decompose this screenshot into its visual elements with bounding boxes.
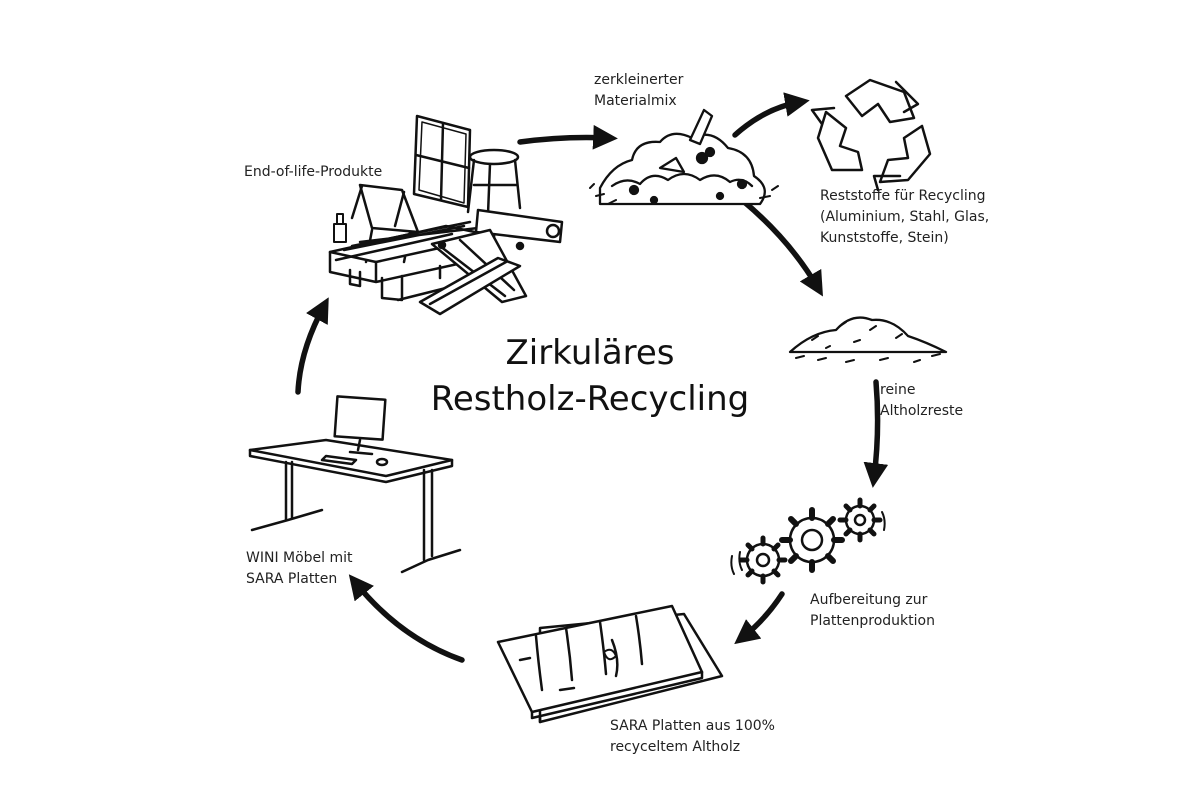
arrow-gears-to-boards xyxy=(734,591,785,645)
arrow-eol-to-mix xyxy=(517,124,618,150)
arrow-furniture-to-eol xyxy=(295,297,329,395)
label-boards: SARA Platten aus 100% recyceltem Altholz xyxy=(610,718,775,755)
label-material-mix: zerkleinerter Materialmix xyxy=(594,72,684,109)
arrow-mix-to-woodpile xyxy=(739,197,823,297)
label-processing: Aufbereitung zur Plattenproduktion xyxy=(810,592,935,629)
furniture-pile-icon xyxy=(328,114,564,316)
diagram-title: Zirkuläres Restholz-Recycling xyxy=(430,333,750,419)
arrow-woodpile-to-gears xyxy=(863,379,889,488)
arrow-boards-to-furniture xyxy=(348,574,465,663)
gears-icon xyxy=(730,497,886,585)
recycle-icon xyxy=(810,78,932,192)
label-residuals: Reststoffe für Recycling (Aluminium, Sta… xyxy=(820,188,990,246)
cycle-arrows xyxy=(295,92,889,663)
arrow-mix-to-recycle xyxy=(732,92,810,138)
label-end-of-life: End-of-life-Produkte xyxy=(244,164,383,180)
label-furniture: WINI Möbel mit SARA Platten xyxy=(246,550,353,587)
wood-chips-pile-icon xyxy=(788,316,948,363)
shredded-mix-icon xyxy=(589,108,779,206)
desk-computer-icon xyxy=(248,395,462,574)
boards-icon xyxy=(496,604,724,724)
label-pure-wood: reine Altholzreste xyxy=(880,382,964,419)
